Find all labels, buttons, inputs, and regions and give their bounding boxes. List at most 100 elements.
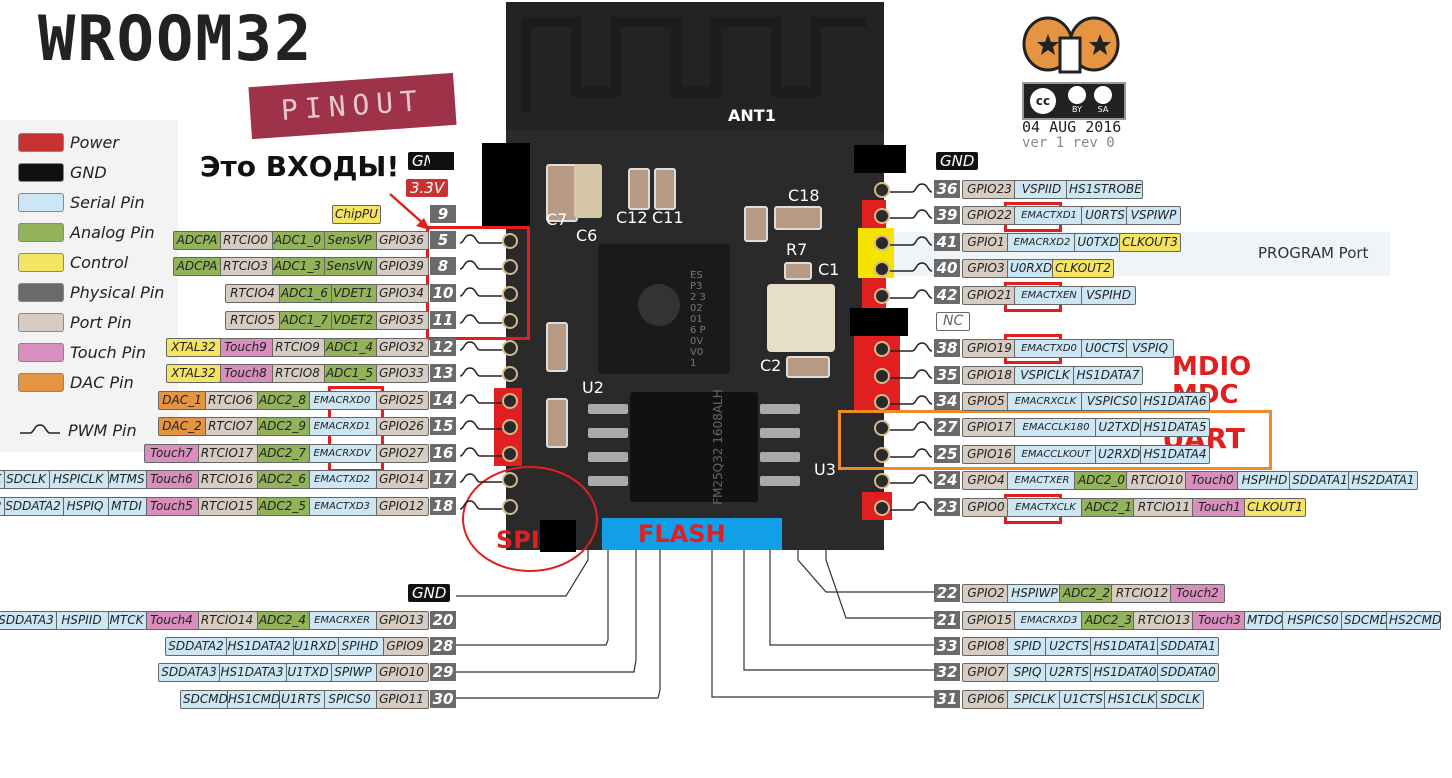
cap-c3 [744,206,768,242]
pin-tag: U0RXD [1007,259,1055,278]
pin-tag: EMACRXD1 [307,417,377,436]
pin-tag: HSPICLK [47,470,109,489]
pin-tag: EMACCLKOUT [1014,445,1098,464]
pin-num-24: 24 [934,471,960,489]
pin-tag: VSPIHD [1081,286,1136,305]
chip-logo-icon [638,284,680,326]
version-label: ver 1 rev 0 [1022,135,1115,151]
pin-tag: Touch0 [1185,471,1240,490]
pin-tag: SDDATA1 [1289,471,1351,490]
pin-tag: SPICLK [1007,690,1062,709]
pin-tag: HS1DATA5 [1140,418,1210,437]
label-u3: U3 [814,460,836,479]
pin-tag: HS1DATA1 [1090,637,1160,656]
pin-tag: Touch4 [144,611,199,630]
pin-tag: U1RXD [291,637,339,656]
pin-tag: SDCLK [2,470,50,489]
inputs-annotation: Это ВХОДЫ! [200,150,400,183]
pin-tag: RTCIO12 [1111,584,1173,603]
pin-tag: XTAL32 [166,364,221,383]
pwm-wave-icon [890,474,933,484]
pin-tag: HS1DATA7 [1073,366,1143,385]
pin-pad [874,261,890,277]
pin-num-36: 36 [934,180,960,198]
by-icon [1068,86,1086,104]
antenna-area: ANT1 [506,2,884,130]
pin-num-30: 30 [430,690,456,708]
pwm-wave-icon [459,341,502,351]
pin-tag: GPIO16 [962,445,1017,464]
pin-tag: GPIO13 [374,611,429,630]
pin-tag: CLKOUT1 [1244,498,1306,517]
pin-tag: HS2CLK [0,470,5,489]
cap-c12 [628,168,650,210]
pin-tag: GPIO11 [374,690,429,709]
pin-tag: ADC1_3 [270,257,325,276]
pin-tag: ADC2_6 [255,470,310,489]
pin-tag: DAC_2 [158,417,206,436]
legend-item-serial: Serial Pin [18,192,145,212]
left-gnd-block [482,143,530,229]
cap-c6 [574,164,602,218]
pin-tag: HSPIQ [61,497,109,516]
pin-tag: MTDO [1244,611,1285,630]
pin-tag: HS1DATA6 [1140,392,1210,411]
pin-num-gnd-top [430,152,454,170]
pin-num-41: 41 [934,233,960,251]
pin-tag: ADCPA [173,231,221,250]
pin-tag: RTCIO16 [196,470,258,489]
pin-tag: MTMS [106,470,147,489]
sa-icon [1094,86,1112,104]
pin-pad [874,500,890,516]
pin-num-22: 22 [934,584,960,602]
pwm-wave-icon [459,394,502,404]
pin-tag: EMACCLK180 [1014,418,1098,437]
pin-pad [502,366,518,382]
pin-tag: HS1DATA4 [1140,445,1210,464]
legend-item-gnd: GND [18,162,107,182]
pwm-wave-icon [890,236,933,246]
pin-tag: DAC_1 [158,391,206,410]
pin-num-40: 40 [934,259,960,277]
gnd-label-bottom: GND [408,584,451,602]
pin-num-25: 25 [934,445,960,463]
pin-tag: ADC2_2 [1059,584,1114,603]
pin-tag: EMACRXD0 [307,391,377,410]
pin-tag: GPIO27 [374,444,429,463]
pwm-wave-icon [890,369,933,379]
pin-pad [874,420,890,436]
pin-tag: ADC1_7 [277,311,332,330]
pin-num-29: 29 [430,663,456,681]
pin-tag: MTDI [106,497,147,516]
program-port-label: PROGRAM Port [1258,244,1369,262]
pin-tag: HSPIWP [1007,584,1062,603]
right-gnd-block [854,145,906,173]
pin-tag: SPID [1007,637,1048,656]
pin-num-17: 17 [430,470,456,488]
pin-num-15: 15 [430,417,456,435]
pin-tag: EMACRXD3 [1014,611,1084,630]
pin-tag: VDET1 [329,284,377,303]
pin-tag: GPIO33 [374,364,429,383]
pin-pad [874,182,890,198]
pin-tag: VDET2 [329,311,377,330]
cap-c11 [654,168,676,210]
pin-tag: ADCPA [173,257,221,276]
pin-tag: SensVP [322,231,377,250]
pin-pad [874,288,890,304]
page-title: WROOM32 [38,2,314,75]
pin-tag: U1TXD [284,663,332,682]
pin-tag: RTCIO3 [218,257,273,276]
pin-tag: RTCIO10 [1126,471,1188,490]
pin-tag: RTCIO14 [196,611,258,630]
pin-pad [502,499,518,515]
pin-tag: ADC2_4 [255,611,310,630]
pin-tag: EMACRXER [307,611,377,630]
cc-icon: cc [1030,88,1056,114]
pin-num-13: 13 [430,364,456,382]
cap-c13 [546,322,568,372]
sa-label: SA [1097,105,1109,114]
legend-item-physical: Physical Pin [18,282,164,302]
cc-license-badge: cc BY SA [1022,82,1126,120]
pin-tag: GPIO0 [962,498,1010,517]
